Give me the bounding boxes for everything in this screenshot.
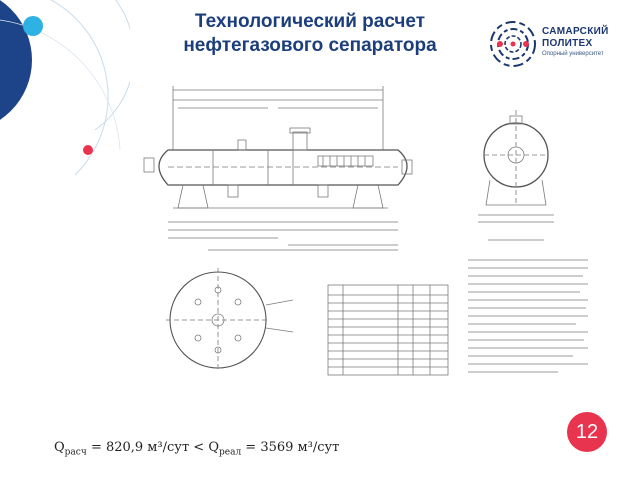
decorative-circles <box>0 0 130 176</box>
q-calc-subscript: расч <box>64 447 87 458</box>
slide-title: Технологический расчет нефтегазового сеп… <box>150 10 470 58</box>
title-line-2: нефтегазового сепаратора <box>183 35 437 56</box>
logo-emblem-icon <box>490 21 536 67</box>
logo-line-2: ПОЛИТЕХ <box>542 38 593 49</box>
logo-line-1: САМАРСКИЙ <box>542 26 609 37</box>
q-calc-value: = 820,9 м³/сут < <box>90 440 205 455</box>
university-logo: САМАРСКИЙ ПОЛИТЕХ Опорный университет <box>486 18 626 70</box>
logo-line-3: Опорный университет <box>542 51 604 57</box>
logo-text: САМАРСКИЙ ПОЛИТЕХ Опорный университет <box>542 26 609 59</box>
q-real-subscript: реал <box>218 447 242 458</box>
separator-drawing <box>143 86 588 376</box>
flow-rate-formula: Qрасч = 820,9 м³/сут < Qреал = 3569 м³/с… <box>54 440 339 458</box>
q-real-value: = 3569 м³/сут <box>245 440 340 455</box>
q-calc-symbol: Q <box>54 440 65 455</box>
q-real-symbol: Q <box>208 440 219 455</box>
page-number-badge: 12 <box>567 412 607 452</box>
title-line-1: Технологический расчет <box>194 11 426 32</box>
